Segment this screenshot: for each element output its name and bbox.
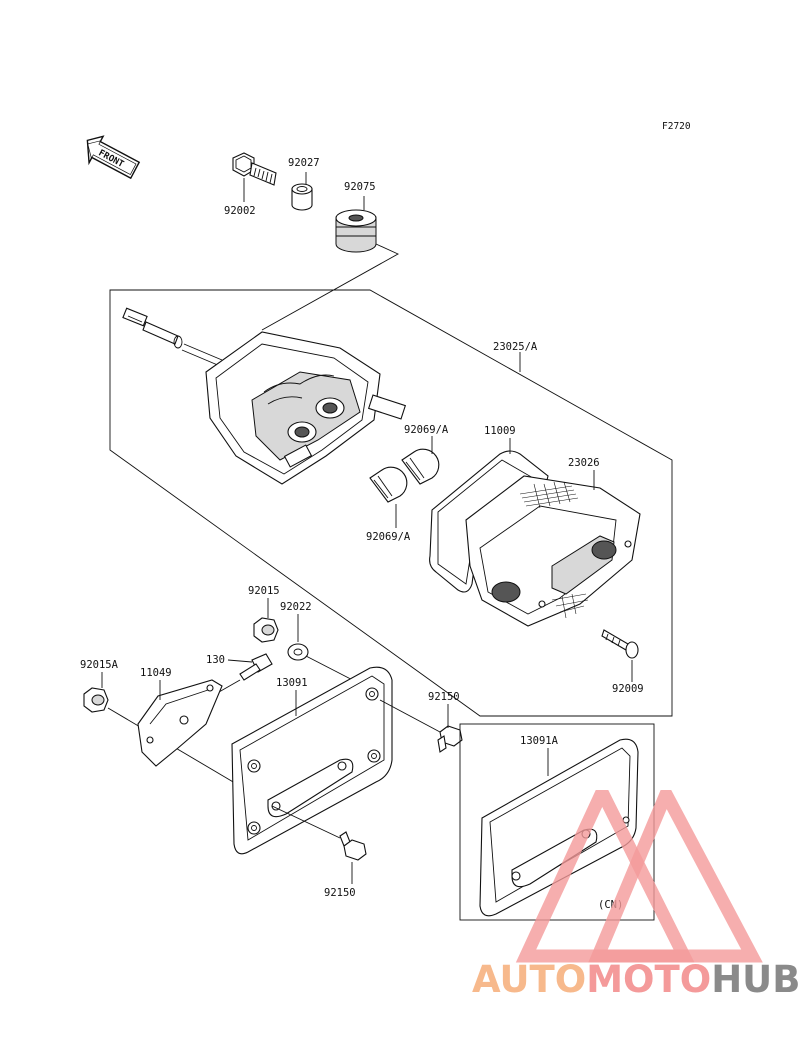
nut-92015A	[83, 687, 109, 713]
bolt-130	[239, 653, 273, 681]
wire-connector	[122, 307, 223, 367]
label-92002: 92002	[224, 205, 256, 217]
label-92150-right: 92150	[428, 691, 460, 703]
automotohub-logo	[515, 790, 763, 963]
bulb-92069A-bottom	[369, 466, 408, 503]
collar-92027	[291, 183, 313, 211]
label-92150-bottom: 92150	[324, 887, 356, 899]
taillight-housing	[205, 331, 407, 485]
screw-92009	[601, 629, 639, 659]
assembly-outline-23025A	[109, 289, 673, 717]
label-92027: 92027	[288, 157, 320, 169]
bolt-92150-bottom	[339, 831, 367, 861]
label-13091: 13091	[276, 677, 308, 689]
label-92069A-bottom: 92069/A	[366, 531, 411, 543]
figure-code: F2720	[662, 121, 691, 132]
label-92009: 92009	[612, 683, 644, 695]
label-130: 130	[206, 654, 225, 666]
label-23025A: 23025/A	[493, 341, 538, 353]
label-92015A: 92015A	[80, 659, 119, 671]
label-92022: 92022	[280, 601, 312, 613]
front-arrow-icon: FRONT	[86, 135, 141, 180]
label-11009: 11009	[484, 425, 516, 437]
label-92069A-top: 92069/A	[404, 424, 449, 436]
label-23026: 23026	[568, 457, 600, 469]
bracket-11049	[137, 679, 223, 767]
bolt-92150-right	[437, 725, 463, 753]
lens-23026	[465, 475, 641, 627]
automotohub-wordmark: AUTOMOTOHUB	[472, 958, 800, 1001]
label-13091A: 13091A	[520, 735, 559, 747]
label-92015: 92015	[248, 585, 280, 597]
label-11049: 11049	[140, 667, 172, 679]
bolt-92002	[232, 152, 277, 186]
label-92075: 92075	[344, 181, 376, 193]
grommet-92075	[335, 209, 377, 253]
bulb-92069A-top	[401, 448, 440, 485]
washer-92022	[287, 643, 309, 661]
license-bracket-13091	[231, 666, 393, 855]
nut-92015	[253, 617, 279, 643]
